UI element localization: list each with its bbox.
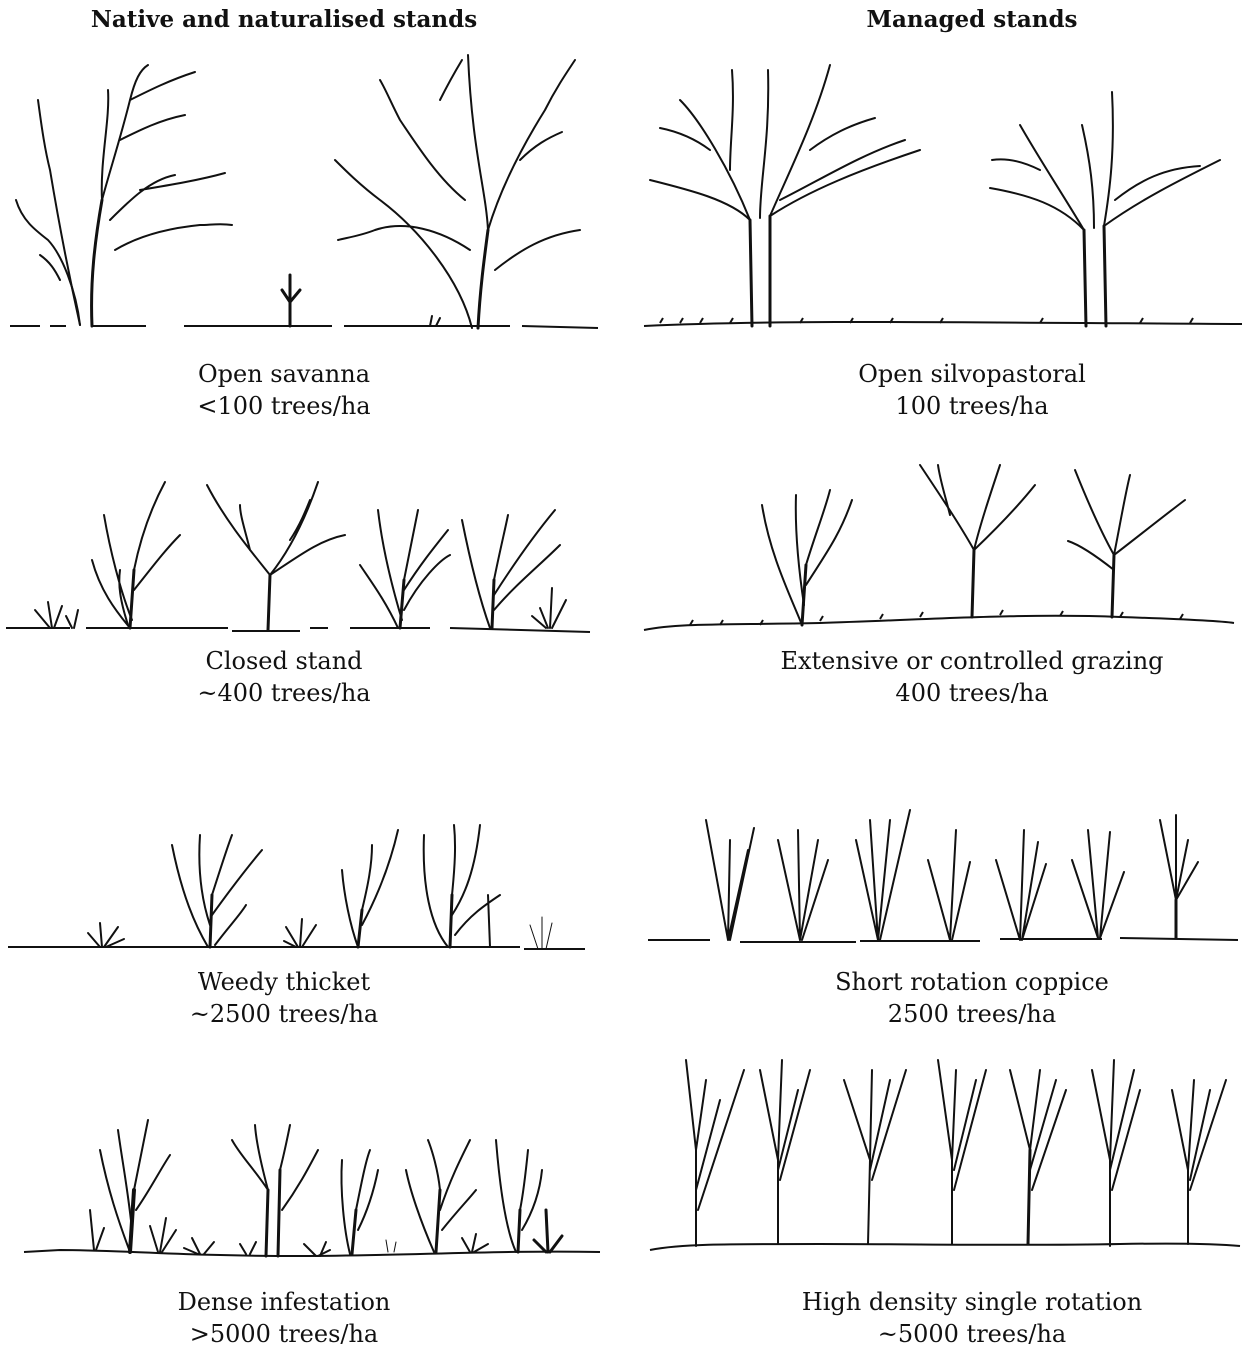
dense-infestation-illustration	[23, 1119, 601, 1258]
managed-stands-heading: Managed stands	[866, 6, 1078, 33]
coppice-stool-4	[927, 829, 971, 941]
weedy-thicket-illustration	[8, 824, 585, 950]
system-name: Closed stand	[205, 647, 363, 675]
closed-tree-2	[206, 481, 346, 632]
tree-density: 2500 trees/ha	[887, 1000, 1057, 1028]
rotation-tree-1	[685, 1059, 745, 1247]
native-stands-heading: Native and naturalised stands	[90, 6, 478, 33]
infestation-small-2	[149, 1217, 177, 1253]
system-name: Open silvopastoral	[858, 360, 1086, 388]
small-shrub-right	[531, 587, 567, 629]
coppice-stool-5	[995, 829, 1047, 941]
infestation-small-4	[239, 1241, 257, 1255]
sapling	[280, 273, 302, 328]
system-name: Short rotation coppice	[835, 968, 1109, 996]
large-tree-right	[334, 54, 581, 330]
closed-tree-1	[91, 481, 181, 630]
rotation-tree-4	[937, 1059, 987, 1245]
thicket-tree-2	[341, 829, 399, 949]
small-shrub	[34, 601, 79, 629]
grazing-tree-2	[919, 464, 1036, 619]
high-density-single-rotation-illustration	[649, 1059, 1241, 1251]
rotation-tree-2	[759, 1059, 811, 1245]
extensive-grazing-illustration	[643, 464, 1235, 631]
caption-high-density-single-rotation: High density single rotation ~5000 trees…	[692, 1286, 1242, 1350]
infestation-tree-1	[99, 1119, 171, 1254]
thicket-shrub-3	[529, 916, 553, 950]
caption-closed-stand: Closed stand ~400 trees/ha	[4, 645, 564, 709]
infestation-tree-3	[340, 1149, 379, 1256]
caption-weedy-thicket: Weedy thicket ~2500 trees/ha	[4, 966, 564, 1030]
silvopastoral-tree-left	[649, 64, 921, 328]
tree-density: ~5000 trees/ha	[877, 1320, 1067, 1348]
caption-dense-infestation: Dense infestation >5000 trees/ha	[4, 1286, 564, 1350]
infestation-small-8	[532, 1208, 564, 1254]
caption-short-rotation-coppice: Short rotation coppice 2500 trees/ha	[692, 966, 1242, 1030]
closed-stand-illustration	[6, 481, 591, 633]
rotation-tree-5	[1009, 1069, 1067, 1246]
infestation-tree-4	[405, 1139, 477, 1254]
infestation-small-5	[303, 1241, 331, 1257]
infestation-small-1	[89, 1209, 105, 1251]
thicket-tree-1	[171, 834, 263, 949]
system-name: Weedy thicket	[197, 968, 371, 996]
tree-density: <100 trees/ha	[197, 392, 371, 420]
thicket-tree-3	[422, 824, 501, 949]
rotation-tree-7	[1171, 1079, 1227, 1245]
open-savanna-illustration	[10, 54, 599, 330]
closed-tree-4	[461, 509, 561, 630]
system-name: High density single rotation	[801, 1288, 1143, 1316]
grazing-shrub	[761, 489, 853, 627]
rotation-tree-6	[1091, 1059, 1141, 1247]
infestation-small-7	[461, 1233, 489, 1253]
infestation-tree-5	[495, 1139, 543, 1254]
caption-open-savanna: Open savanna <100 trees/ha	[4, 358, 564, 422]
system-name: Open savanna	[197, 360, 371, 388]
closed-tree-3	[359, 509, 451, 630]
silvopastoral-tree-right	[989, 91, 1221, 328]
infestation-tree-2	[231, 1124, 319, 1258]
grazing-tree-3	[1067, 469, 1186, 619]
tree-density: ~400 trees/ha	[197, 679, 371, 707]
tree-density: ~2500 trees/ha	[189, 1000, 379, 1028]
coppice-stool-1	[705, 819, 755, 941]
infestation-small-3	[183, 1237, 215, 1255]
coppice-stool-7	[1159, 814, 1199, 940]
infestation-small-6	[385, 1239, 397, 1253]
open-silvopastoral-illustration	[643, 64, 1242, 328]
tree-density: 100 trees/ha	[895, 392, 1049, 420]
coppice-stool-6	[1071, 829, 1125, 939]
short-rotation-coppice-illustration	[648, 809, 1239, 943]
coppice-stool-3	[855, 809, 911, 941]
system-name: Dense infestation	[177, 1288, 391, 1316]
rotation-tree-3	[843, 1069, 907, 1245]
large-tree-left	[15, 64, 233, 328]
system-name: Extensive or controlled grazing	[780, 647, 1164, 675]
caption-open-silvopastoral: Open silvopastoral 100 trees/ha	[692, 358, 1242, 422]
tree-density: >5000 trees/ha	[189, 1320, 379, 1348]
thicket-shrub-1	[87, 922, 125, 948]
caption-extensive-grazing: Extensive or controlled grazing 400 tree…	[692, 645, 1242, 709]
coppice-stool-2	[777, 829, 829, 941]
tree-density: 400 trees/ha	[895, 679, 1049, 707]
thicket-shrub-2	[283, 918, 317, 948]
